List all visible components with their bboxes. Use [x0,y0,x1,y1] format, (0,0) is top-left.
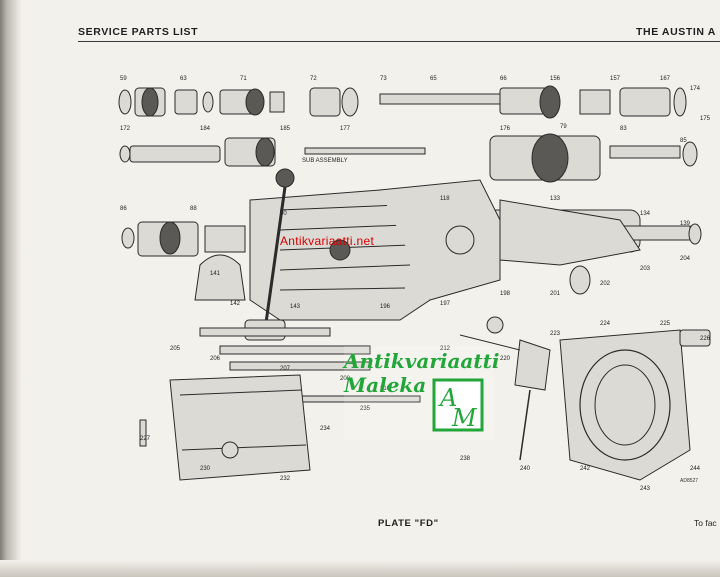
part-number-label: 59 [120,76,127,82]
part-number-label: 224 [600,321,611,327]
part-number-label: 63 [180,76,187,82]
part-number-label: 72 [310,76,317,82]
part-number-label: 185 [280,126,291,132]
bell-housing [559,329,711,481]
part-number-label: 176 [500,126,511,132]
part-number-label: 201 [550,291,561,297]
part-number-label: 203 [640,266,651,272]
part-number-label: 206 [210,356,221,362]
exploded-gearbox-diagram: SUB ASSEMBLY 59 63 71 72 73 65 66 156 157 167 174 1… [118,76,711,492]
part-number-label: 133 [550,196,561,202]
part-number-label: 240 [520,466,531,472]
part-number-label: 177 [340,126,351,132]
part-number-label: 230 [200,466,211,472]
part-number-label: 227 [140,436,151,442]
part-number-label: 88 [190,206,197,212]
part-number-callouts: 59 63 71 72 73 65 66 156 157 167 174 175 172 184 185 17… [120,76,711,492]
header-rule [78,41,720,42]
svg-text:A: A [438,384,457,412]
part-number-label: 134 [640,211,651,217]
part-number-label: 156 [550,76,561,82]
part-number-label: 142 [230,301,241,307]
part-number-label: 79 [560,124,567,130]
part-number-label: 210 [380,386,391,392]
top-shaft-row [118,85,687,119]
rear-extension [499,199,641,295]
sub-assembly-label: SUB ASSEMBLY [302,158,348,164]
part-number-label: 184 [200,126,211,132]
part-number-label: 223 [550,331,561,337]
part-number-label: 66 [500,76,507,82]
part-number-label: 212 [440,346,451,352]
facing-page-note: To fac [694,518,717,528]
part-number-label: 157 [610,76,621,82]
part-number-label: 90 [280,211,287,217]
part-number-label: 208 [340,376,351,382]
part-number-label: 86 [120,206,127,212]
part-number-label: 242 [580,466,591,472]
part-number-label: 141 [210,271,221,277]
clutch-fork-linkage [459,316,551,461]
shop-watermark: Antikvariaatti Maleka A M [344,346,499,440]
part-number-label: 238 [460,456,471,462]
drawing-code: AD8527 [680,478,699,484]
part-number-label: 175 [700,116,711,122]
part-number-label: 204 [680,256,691,262]
book-spine-shadow [0,0,22,577]
part-number-label: 118 [440,196,450,202]
url-watermark: Antikvariaatti.net [280,234,375,248]
am-monogram-logo: A M [432,378,484,432]
part-number-label: 65 [430,76,437,82]
part-number-label: 220 [500,356,511,362]
part-number-label: 235 [360,406,371,412]
part-number-label: 234 [320,426,331,432]
part-number-label: 83 [620,126,627,132]
gear-lever [194,168,295,341]
part-number-label: 232 [280,476,291,482]
part-number-label: 71 [240,76,247,82]
part-number-label: 207 [280,366,291,372]
part-number-label: 196 [380,304,391,310]
part-number-label: 197 [440,301,451,307]
page-header-title: SERVICE PARTS LIST [78,26,199,38]
part-number-label: 202 [600,281,611,287]
page-bottom-shadow [0,560,720,577]
part-number-label: 244 [690,466,701,472]
shop-watermark-line1: Antikvariaatti [344,349,500,373]
svg-text:M: M [451,404,478,432]
part-number-label: 85 [680,138,687,144]
part-number-label: 139 [680,221,691,227]
shop-watermark-line2: Maleka [344,373,427,397]
part-number-label: 172 [120,126,131,132]
plate-label: PLATE "FD" [378,518,439,529]
sump-pan [139,374,311,481]
part-number-label: 198 [500,291,511,297]
part-number-label: 167 [660,76,671,82]
part-number-label: 225 [660,321,671,327]
part-number-label: 205 [170,346,181,352]
part-number-label: 143 [290,304,301,310]
part-number-label: 226 [700,336,711,342]
part-number-label: 73 [380,76,387,82]
page-header-model: THE AUSTIN A [636,26,716,38]
part-number-label: 174 [690,86,701,92]
layshaft-row [119,133,698,183]
gearbox-casing [249,179,501,321]
part-number-label: 243 [640,486,651,492]
